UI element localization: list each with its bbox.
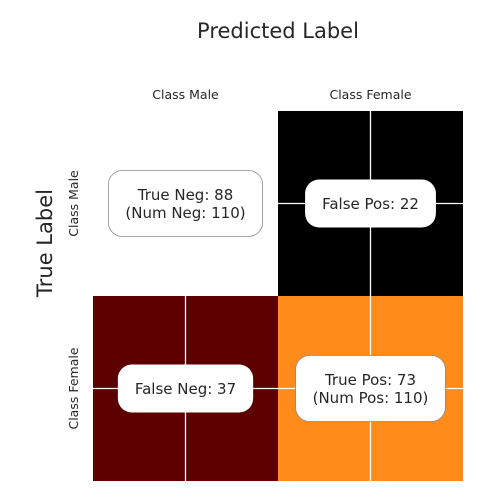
cell-annotation: False Neg: 37 — [117, 364, 254, 413]
cell-annotation: False Pos: 22 — [305, 179, 436, 228]
heatmap-cells — [93, 111, 463, 481]
annotation-label: True Pos: 73 — [324, 371, 416, 389]
cell-annotation: True Neg: 88(Num Neg: 110) — [107, 170, 264, 237]
x-tick-label: Class Male — [152, 87, 219, 102]
annotation-box — [305, 179, 436, 228]
x-tick-label: Class Female — [329, 87, 411, 102]
chart-title: Predicted Label — [197, 19, 359, 43]
annotation-label: False Pos: 22 — [322, 195, 419, 213]
annotation-box — [117, 364, 254, 413]
annotation-label: False Neg: 37 — [135, 380, 236, 398]
y-tick-label: Class Female — [66, 347, 81, 429]
annotation-sublabel: (Num Neg: 110) — [125, 204, 245, 222]
annotation-label: True Neg: 88 — [137, 186, 234, 204]
annotation-sublabel: (Num Pos: 110) — [313, 389, 429, 407]
annotation-box — [295, 355, 446, 422]
annotation-box — [107, 170, 264, 237]
cell-annotation: True Pos: 73(Num Pos: 110) — [295, 355, 446, 422]
cell-labels: True Neg: 88(Num Neg: 110) False Pos: 22 F… — [107, 170, 446, 422]
y-axis-label: True Label — [33, 189, 57, 298]
y-tick-label: Class Male — [66, 170, 81, 237]
